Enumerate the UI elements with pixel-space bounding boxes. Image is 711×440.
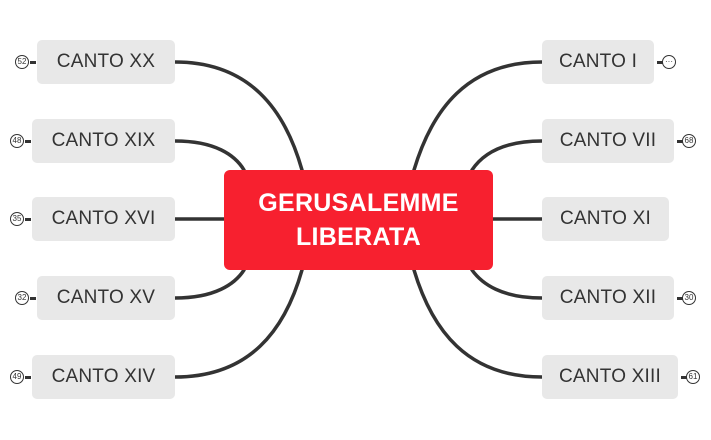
collapsed-count-badge[interactable]: 35: [10, 212, 24, 226]
topic-label: CANTO XVI: [51, 208, 156, 229]
ellipsis-icon: ···: [665, 57, 673, 66]
badge-connector: [30, 297, 36, 300]
topic-label: CANTO I: [558, 51, 638, 72]
badge-count: 68: [684, 136, 694, 145]
central-topic[interactable]: GERUSALEMME LIBERATA: [224, 170, 493, 270]
collapsed-count-badge[interactable]: 48: [10, 134, 24, 148]
central-topic-line1: GERUSALEMME: [258, 189, 459, 217]
topic-canto-xix[interactable]: CANTO XIX: [32, 119, 175, 163]
topic-label: CANTO XIII: [559, 366, 661, 387]
topic-canto-xvi[interactable]: CANTO XVI: [32, 197, 175, 241]
central-topic-line2: LIBERATA: [295, 223, 422, 251]
topic-canto-xii[interactable]: CANTO XII: [542, 276, 674, 320]
topic-canto-xv[interactable]: CANTO XV: [37, 276, 175, 320]
collapsed-more-badge[interactable]: ···: [662, 55, 676, 69]
topic-label: CANTO XI: [560, 208, 651, 229]
badge-connector: [25, 218, 31, 221]
collapsed-count-badge[interactable]: 32: [15, 291, 29, 305]
badge-count: 48: [12, 136, 22, 145]
topic-label: CANTO XIV: [51, 366, 156, 387]
badge-connector: [657, 61, 663, 64]
topic-canto-xiv[interactable]: CANTO XIV: [32, 355, 175, 399]
collapsed-count-badge[interactable]: 52: [15, 55, 29, 69]
badge-connector: [25, 376, 31, 379]
badge-count: 61: [688, 372, 698, 381]
collapsed-count-badge[interactable]: 61: [686, 370, 700, 384]
topic-label: CANTO XII: [559, 287, 657, 308]
badge-count: 52: [17, 57, 27, 66]
badge-count: 49: [12, 372, 22, 381]
topic-canto-xx[interactable]: CANTO XX: [37, 40, 175, 84]
topic-label: CANTO XV: [56, 287, 156, 308]
badge-connector: [677, 297, 683, 300]
topic-canto-xiii[interactable]: CANTO XIII: [542, 355, 678, 399]
badge-connector: [681, 376, 687, 379]
topic-label: CANTO XX: [56, 51, 156, 72]
collapsed-count-badge[interactable]: 68: [682, 134, 696, 148]
badge-count: 35: [12, 214, 22, 223]
topic-label: CANTO XIX: [51, 130, 156, 151]
topic-canto-xi[interactable]: CANTO XI: [542, 197, 669, 241]
topic-canto-i[interactable]: CANTO I: [542, 40, 654, 84]
badge-count: 32: [17, 293, 27, 302]
topic-label: CANTO VII: [559, 130, 657, 151]
collapsed-count-badge[interactable]: 30: [682, 291, 696, 305]
collapsed-count-badge[interactable]: 49: [10, 370, 24, 384]
badge-count: 30: [684, 293, 694, 302]
topic-canto-vii[interactable]: CANTO VII: [542, 119, 674, 163]
badge-connector: [25, 140, 31, 143]
badge-connector: [30, 61, 36, 64]
badge-connector: [677, 140, 683, 143]
